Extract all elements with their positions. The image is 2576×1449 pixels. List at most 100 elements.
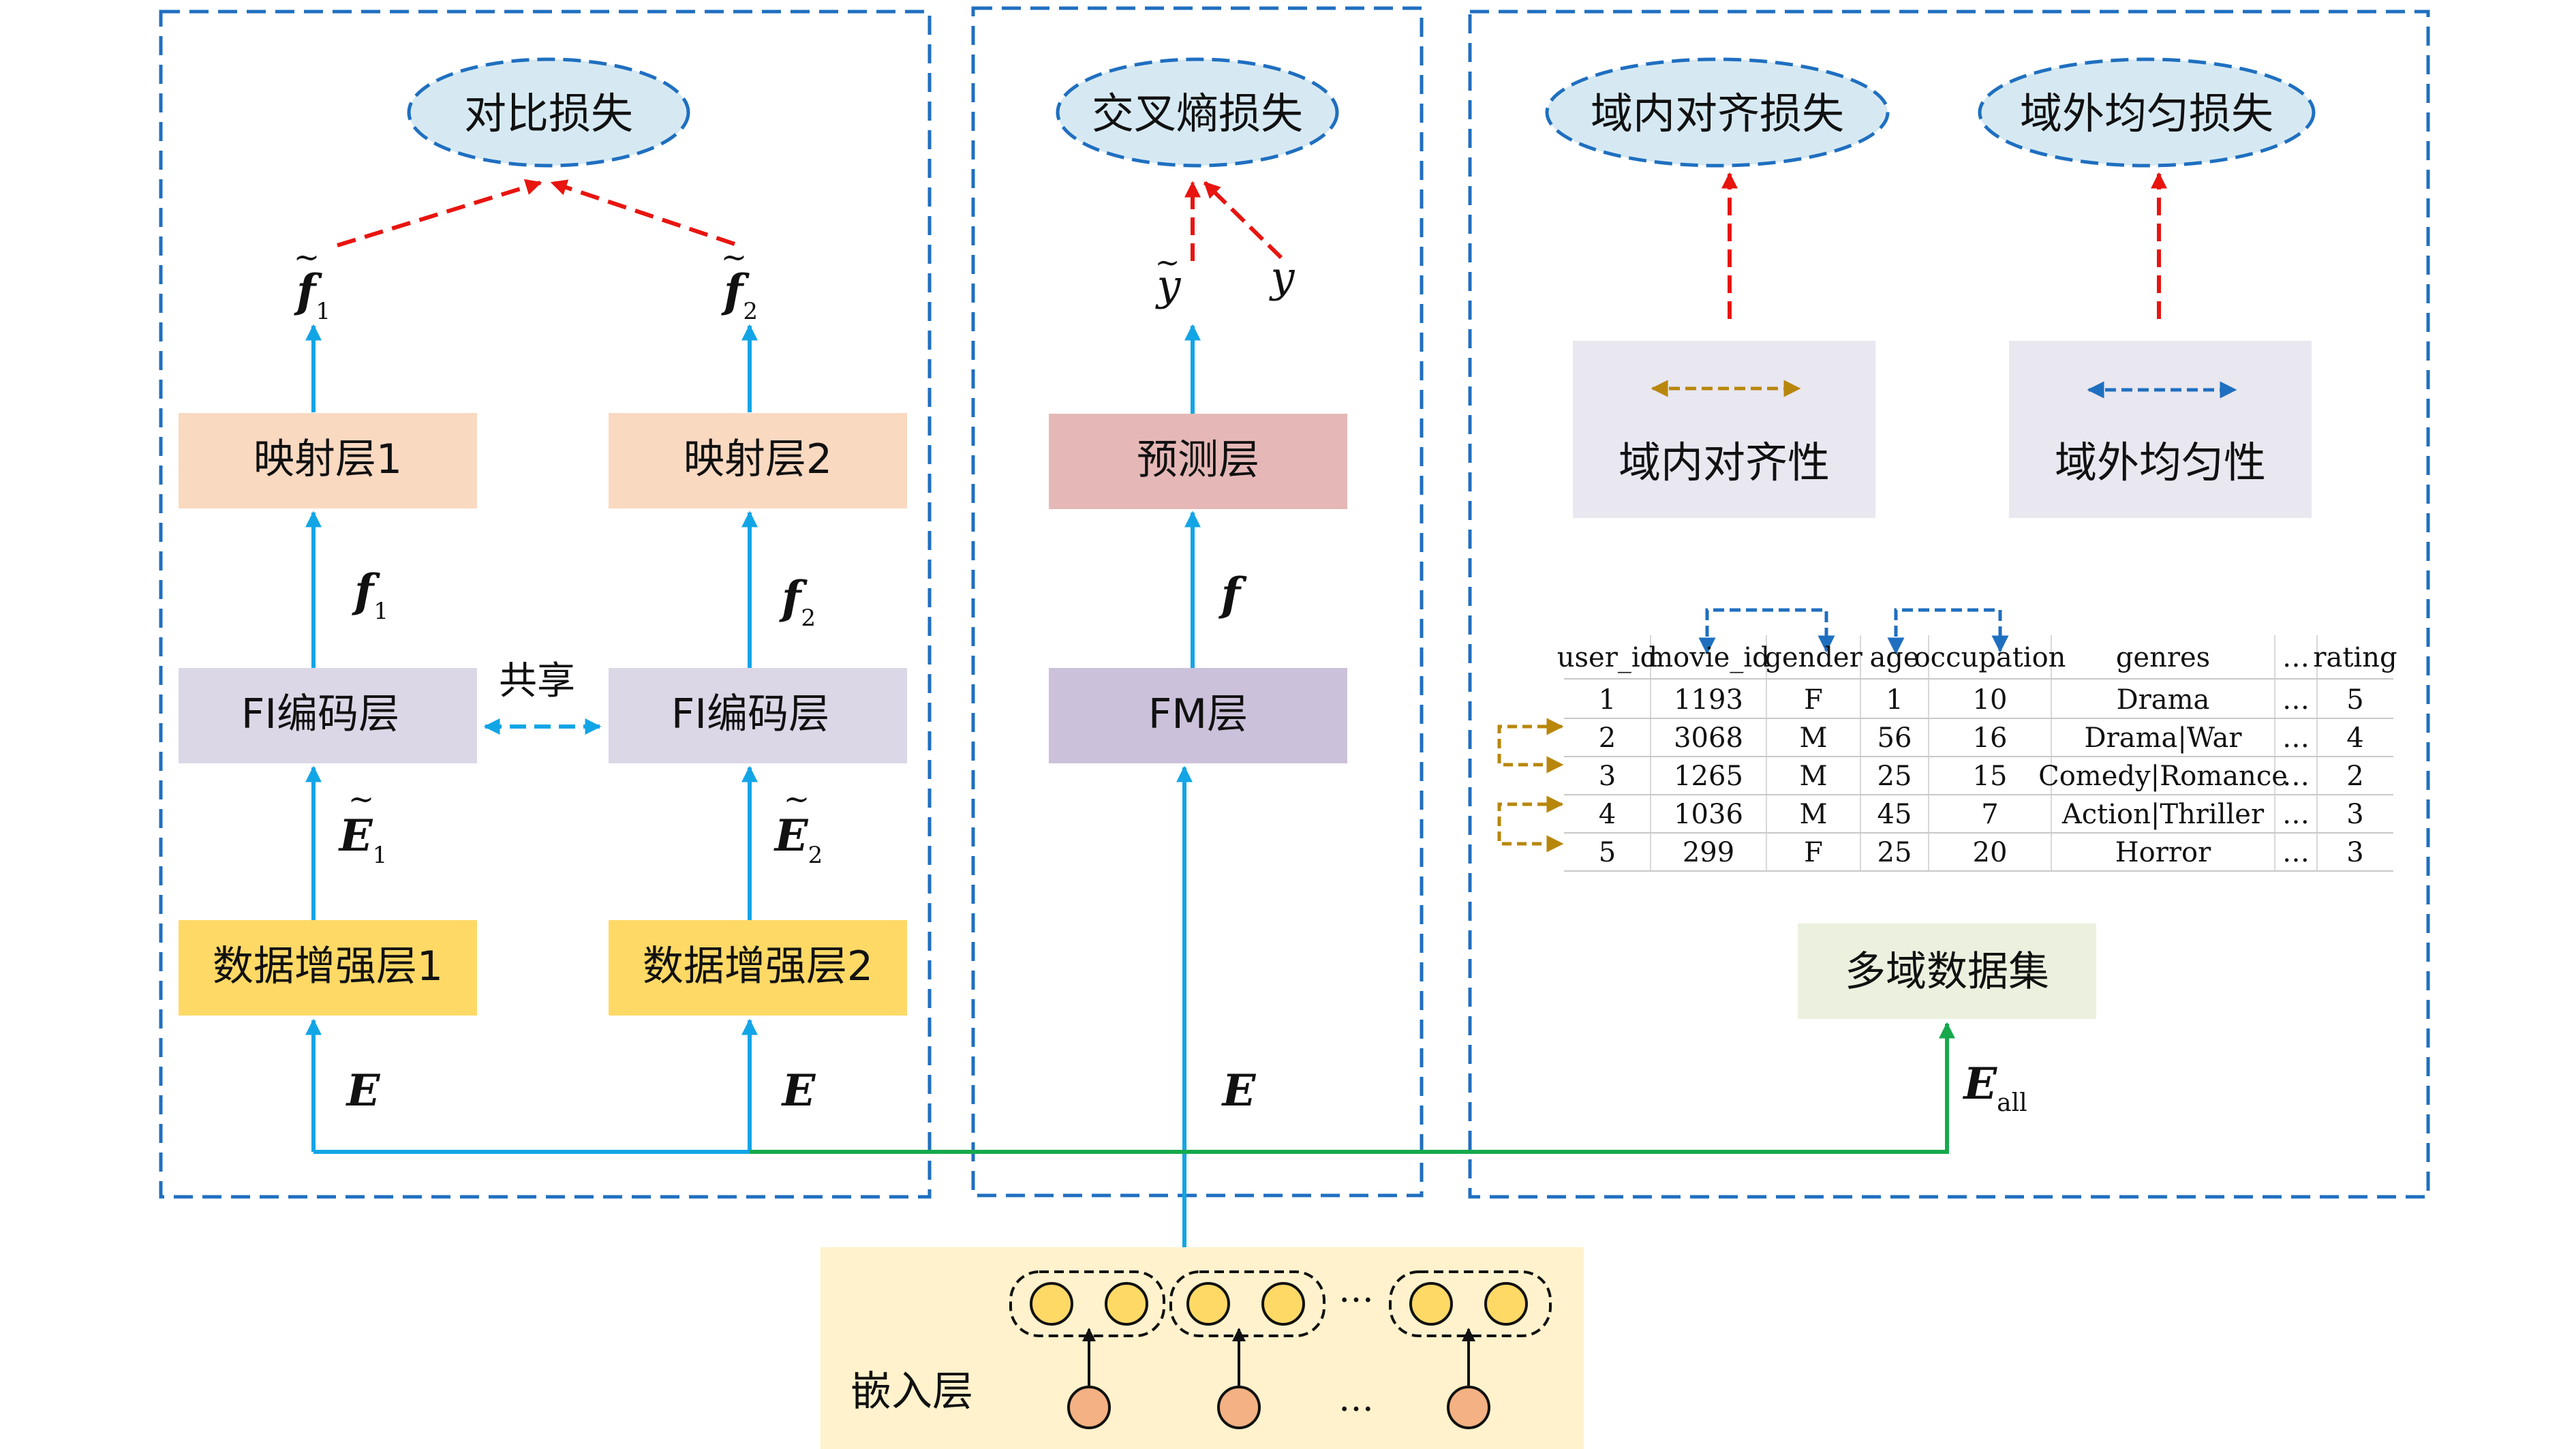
svg-text:~: ~ — [294, 239, 320, 275]
table-cell: 299 — [1683, 837, 1734, 868]
fm-feature-label: f — [1218, 568, 1247, 621]
table-cell: 5 — [2346, 684, 2363, 716]
shared-label: 共享 — [499, 659, 575, 703]
table-cell: 1193 — [1674, 684, 1743, 716]
table-cell: 16 — [1973, 722, 2008, 754]
proj-output-1: f1 ~ — [294, 239, 331, 325]
embed-node — [1261, 1282, 1305, 1326]
embed-node — [1409, 1282, 1453, 1326]
svg-text:Eall: Eall — [1962, 1058, 2027, 1117]
table-cell: 56 — [1877, 722, 1912, 754]
table-header-cell: … — [2282, 642, 2310, 673]
intra-alignment-loss-label: 域内对齐损失 — [1591, 89, 1844, 138]
table-header-cell: gender — [1764, 642, 1862, 673]
embed-ellipsis-top: … — [1338, 1270, 1374, 1311]
contrastive-loss-node: 对比损失 — [407, 57, 690, 168]
svg-text:域外均匀性: 域外均匀性 — [2055, 438, 2266, 487]
svg-text:FI编码层: FI编码层 — [671, 690, 829, 738]
svg-text:域内对齐性: 域内对齐性 — [1619, 438, 1830, 487]
table-cell: 1036 — [1674, 799, 1743, 830]
table-cell: 2 — [1599, 722, 1616, 754]
svg-text:映射层1: 映射层1 — [254, 436, 402, 483]
green-line-to-dataset — [750, 1022, 1955, 1154]
augmentation-layer-2: 数据增强层2 — [609, 920, 907, 1016]
svg-text:f2: f2 — [779, 571, 816, 632]
svg-text:多域数据集: 多域数据集 — [1845, 948, 2049, 996]
panel-middle-border — [971, 6, 1424, 1198]
table-cell: … — [2282, 799, 2310, 830]
table-header-cell: rating — [2313, 642, 2397, 673]
input-node — [1217, 1386, 1261, 1429]
table-cell: 25 — [1877, 761, 1912, 792]
cross-domain-uniformity-loss-node: 域外均匀损失 — [1978, 57, 2316, 168]
table-cell: Action|Thriller — [2061, 799, 2265, 830]
svg-text:y: y — [1154, 260, 1181, 310]
table-header-cell: movie_id — [1647, 642, 1769, 673]
all-embedding-label: Eall — [1962, 1058, 2027, 1117]
table-cell: 1 — [1886, 684, 1903, 716]
table-cell: F — [1804, 684, 1823, 716]
embedding-layer: 嵌入层 … … — [821, 1247, 1584, 1449]
table-cell: Horror — [2115, 837, 2211, 868]
table-cell: 7 — [1981, 799, 1998, 830]
svg-text:FM层: FM层 — [1148, 690, 1248, 738]
embed-node — [1105, 1282, 1148, 1326]
svg-text:E1: E1 — [338, 810, 387, 869]
prediction-layer: 预测层 — [1049, 414, 1347, 509]
table-cell: 25 — [1877, 837, 1912, 868]
fi-encoder-2: FI编码层 — [609, 668, 907, 763]
table-header-cell: genres — [2116, 642, 2210, 673]
cross-uniformity-property: 域外均匀性 — [2009, 341, 2312, 518]
feature-2-label: f2 — [779, 571, 816, 632]
svg-text:FI编码层: FI编码层 — [241, 690, 399, 738]
red-arrow-label-to-loss — [1203, 181, 1283, 260]
row-link-3-4 — [1497, 795, 1564, 853]
input-node — [1067, 1386, 1111, 1429]
table-cell: … — [2282, 684, 2310, 716]
table-header-cell: age — [1869, 642, 1919, 673]
svg-text:数据增强层1: 数据增强层1 — [213, 943, 443, 990]
table-header-cell: user_id — [1557, 642, 1657, 673]
mapping-layer-2: 映射层2 — [609, 413, 907, 508]
table-cell: 4 — [2346, 722, 2363, 754]
table-cell: 1265 — [1674, 761, 1743, 792]
embedding-input-2: E — [781, 1065, 816, 1116]
embed-node — [1484, 1282, 1528, 1326]
table-cell: Drama|War — [2085, 722, 2243, 754]
row-link-1-2 — [1497, 718, 1564, 774]
svg-text:~: ~ — [348, 780, 375, 817]
table-cell: 3 — [2346, 799, 2363, 830]
embed-node — [1030, 1282, 1073, 1326]
panel-left-border — [159, 10, 932, 1199]
prediction-output: y ~ — [1154, 245, 1181, 310]
mapping-layer-1: 映射层1 — [179, 413, 477, 508]
table-cell: … — [2282, 837, 2310, 868]
fi-encoder-1: FI编码层 — [179, 668, 477, 763]
cross-entropy-loss-node: 交叉熵损失 — [1056, 57, 1339, 168]
proj-output-2: f2 ~ — [721, 239, 758, 325]
svg-text:~: ~ — [721, 239, 748, 275]
table-cell: 4 — [1599, 799, 1616, 830]
input-node — [1447, 1386, 1490, 1429]
table-cell: 5 — [1599, 837, 1616, 868]
table-cell: F — [1804, 837, 1823, 868]
red-arrow-f2-to-loss — [550, 179, 735, 246]
svg-text:预测层: 预测层 — [1137, 436, 1259, 484]
col-link-age-occupation — [1887, 608, 2009, 655]
cross-entropy-loss-label: 交叉熵损失 — [1092, 89, 1303, 138]
table-cell: Drama — [2117, 684, 2210, 716]
svg-text:~: ~ — [1155, 245, 1180, 280]
augmented-embedding-2: E2 ~ — [773, 780, 823, 869]
intra-domain-alignment-loss-node: 域内对齐损失 — [1545, 57, 1890, 168]
augmented-embedding-1: E1 ~ — [338, 780, 387, 869]
table-cell: 3 — [2346, 837, 2363, 868]
table-cell: 20 — [1973, 837, 2008, 868]
table-cell: 3 — [1599, 761, 1616, 792]
table-cell: 10 — [1973, 684, 2008, 716]
svg-text:f1: f1 — [352, 564, 388, 625]
table-cell: M — [1800, 761, 1828, 792]
multi-domain-dataset: 多域数据集 — [1798, 924, 2096, 1019]
table-cell: 15 — [1973, 761, 2008, 792]
